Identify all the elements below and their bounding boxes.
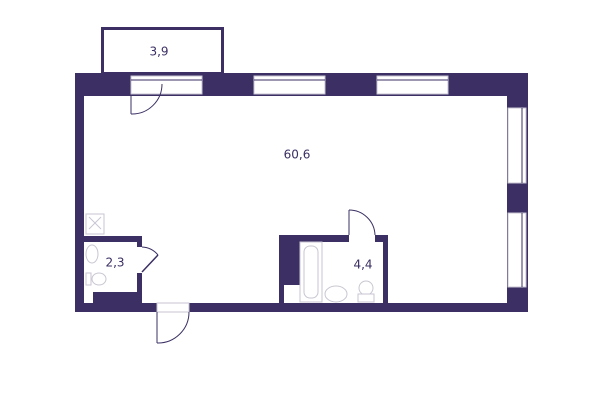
living-area-label: 60,6 bbox=[284, 148, 311, 162]
bath-toilet-icon bbox=[358, 280, 374, 296]
balcony-door bbox=[130, 83, 163, 115]
top-windows bbox=[130, 75, 449, 95]
entrance-door bbox=[156, 302, 190, 344]
bathroom-door bbox=[348, 209, 376, 236]
bath-sink-icon bbox=[324, 285, 348, 303]
balcony-area-label: 3,9 bbox=[149, 45, 168, 59]
wc-door bbox=[141, 246, 159, 273]
sink-icon bbox=[85, 244, 99, 264]
stove-icon bbox=[85, 213, 105, 235]
bathroom-area-label: 4,4 bbox=[353, 258, 372, 272]
wc-area-label: 2,3 bbox=[105, 256, 124, 270]
toilet-icon bbox=[91, 272, 107, 286]
bathroom-walls bbox=[279, 235, 388, 303]
right-windows bbox=[507, 107, 527, 288]
wc-walls bbox=[84, 236, 142, 303]
